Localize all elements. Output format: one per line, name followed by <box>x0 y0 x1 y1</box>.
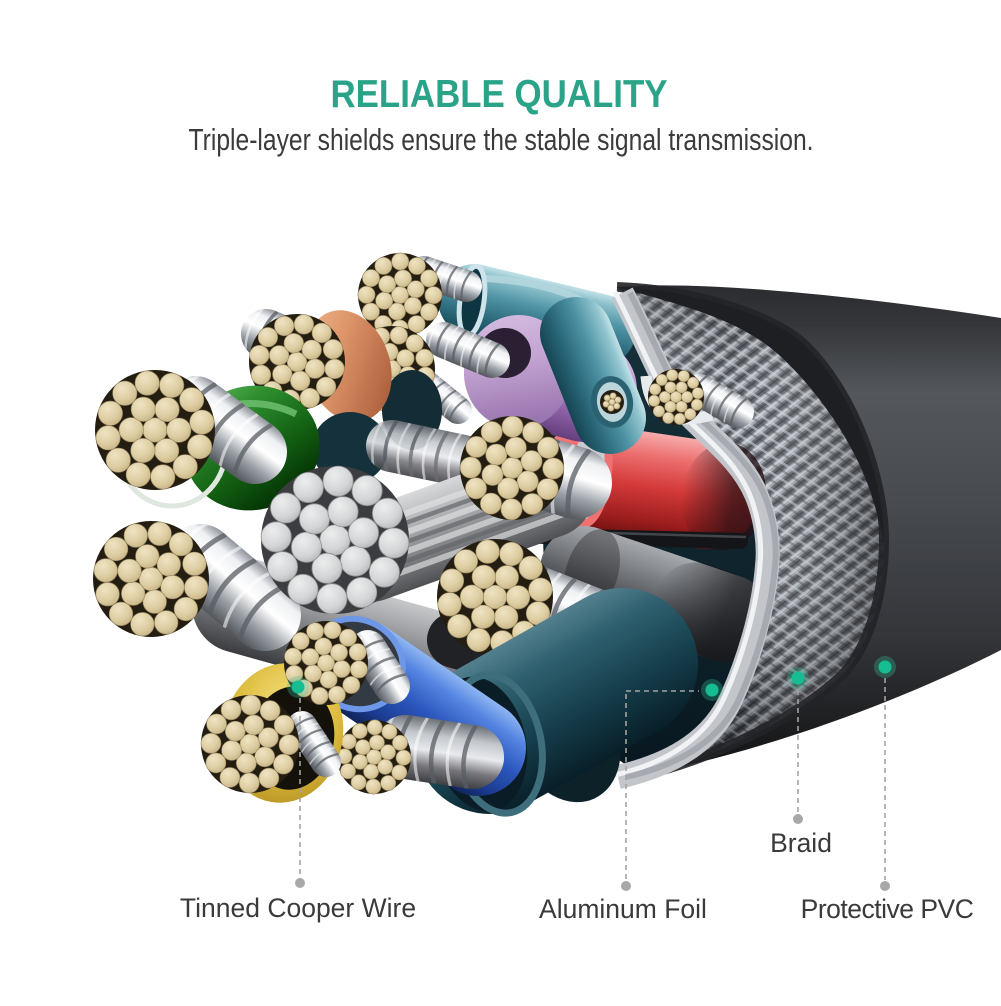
svg-text:Protective PVC: Protective PVC <box>801 894 974 924</box>
svg-text:Braid: Braid <box>770 828 832 858</box>
svg-text:RELIABLE QUALITY: RELIABLE QUALITY <box>330 72 667 115</box>
svg-text:Triple-layer shields ensure th: Triple-layer shields ensure the stable s… <box>188 122 813 156</box>
svg-text:Tinned Cooper Wire: Tinned Cooper Wire <box>180 893 416 923</box>
svg-text:Aluminum Foil: Aluminum Foil <box>539 894 707 924</box>
